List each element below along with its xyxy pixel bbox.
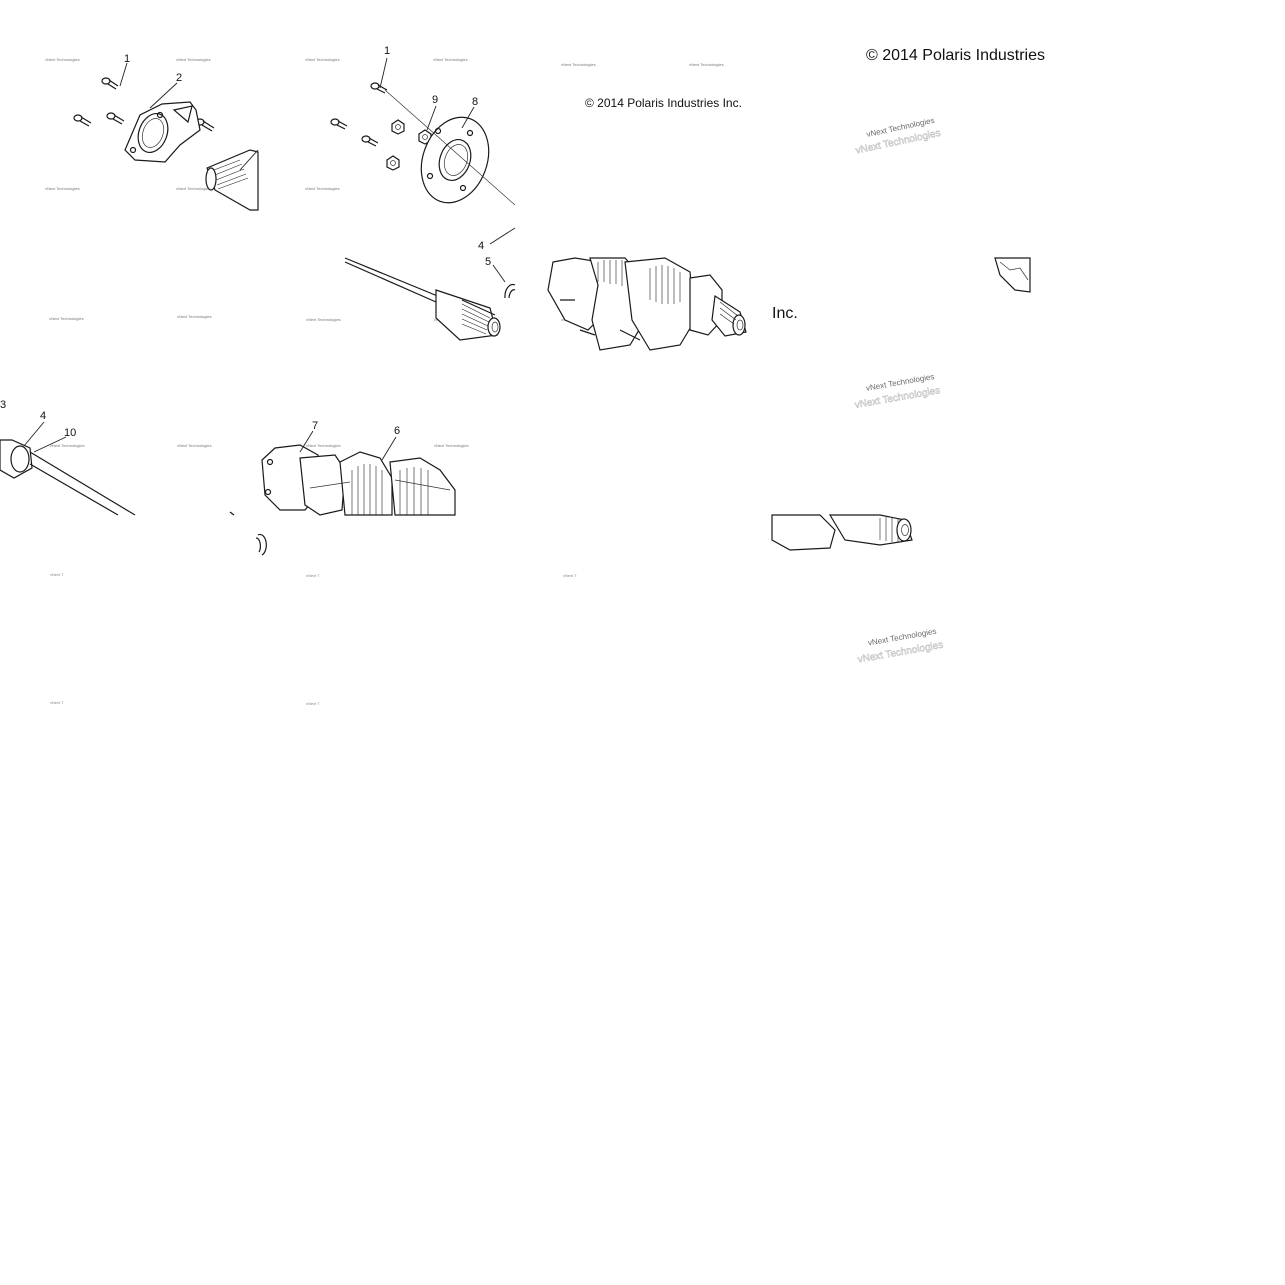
watermark-text: vNext Technologies: [45, 57, 80, 62]
output-shaft-fragment-part: [771, 514, 913, 551]
watermark-text: vNext Technologies: [177, 443, 212, 448]
watermark-text: vNext Technologies: [45, 186, 80, 191]
callout-tube-4: 4: [40, 410, 46, 422]
long-shaft-part: [344, 257, 501, 341]
watermark-text: vNext Technologies: [689, 62, 724, 67]
leader-line: [33, 436, 67, 453]
lower-watermarks: vNext T vNext T vNext T vNext T vNext T: [50, 572, 577, 706]
gear-cluster-part: [547, 257, 747, 351]
callout-tube-10: 10: [64, 427, 76, 439]
leader-line: [379, 57, 388, 89]
tile-gear-cluster: vNext Technologies Inc.: [547, 257, 798, 351]
callout-tube-3: 3: [0, 399, 6, 411]
watermark-text: vNext T: [306, 573, 320, 578]
snap-ring-fragment-part: [257, 533, 267, 556]
watermark-text: vNext Technologies: [433, 57, 468, 62]
watermark-text: vNext T: [563, 573, 577, 578]
copyright-middle: © 2014 Polaris Industries Inc.: [585, 96, 742, 110]
callout-housing-7: 7: [312, 420, 318, 432]
callout-ring: 5: [485, 256, 491, 268]
watermark-text: vNext Technologies: [306, 443, 341, 448]
leader-line: [381, 436, 397, 461]
leader-line: [149, 82, 178, 109]
watermark-text: vNext Technologies: [434, 443, 469, 448]
callout-plate: 8: [472, 96, 478, 108]
watermark-text: vNext Technologies: [176, 57, 211, 62]
callout-flange: 2: [176, 72, 182, 84]
watermark-text: vNext Technologies: [306, 317, 341, 322]
bolt-part: [73, 77, 215, 132]
tile-flange: vNext Technologies vNext Technologies vN…: [45, 53, 259, 211]
copyright-fragment: Inc.: [772, 305, 798, 322]
watermark-text: vNext Technologies: [561, 62, 596, 67]
leader-line: [461, 106, 475, 129]
axis-line: [384, 89, 516, 206]
watermark-text: vNext Technologies: [305, 57, 340, 62]
callout-shaft: 4: [478, 240, 484, 252]
callout-gear-6: 6: [394, 425, 400, 437]
tile-housing-gear: vNext Technologies vNext Technologies 7 …: [229, 420, 469, 556]
tile-tube: vNext Technologies vNext Technologies 3 …: [0, 399, 212, 516]
watermark-text: vNext Technologies: [176, 186, 211, 191]
leader-line: [492, 264, 506, 283]
housing-fragment-part: [994, 257, 1031, 293]
tile-copyright: vNext Technologies vNext Technologies © …: [561, 62, 742, 110]
tile-shaft: vNext Technologies vNext Technologies vN…: [49, 227, 516, 341]
callout-bolt: 1: [384, 45, 390, 57]
tile-top-right: © 2014 Polaris Industries vNext Technolo…: [854, 47, 1045, 157]
watermark-text: vNext Technologies: [49, 316, 84, 321]
callout-nut: 9: [432, 94, 438, 106]
leader-line: [299, 430, 314, 453]
callout-flange-bolt: 1: [124, 53, 130, 65]
plate-part: [420, 116, 490, 204]
leader-line: [489, 227, 516, 245]
flange-part: [124, 101, 201, 163]
leader-line: [23, 421, 45, 447]
watermark-text: vNext T: [50, 572, 64, 577]
leader-line: [119, 62, 128, 87]
tile-right-fragments: vNext Technologies vNext Technologies vN…: [771, 257, 1031, 666]
shaft-end-part: [205, 149, 259, 211]
leader-line: [426, 105, 437, 131]
watermark-text: vNext T: [306, 701, 320, 706]
tube-part: [0, 439, 136, 516]
watermark-text: vNext Technologies: [305, 186, 340, 191]
leader-line: [239, 149, 259, 171]
copyright-top-right: © 2014 Polaris Industries: [866, 47, 1045, 64]
ring-part: [504, 284, 516, 299]
tile-plate: vNext Technologies vNext Technologies vN…: [305, 45, 516, 206]
watermark-text: vNext Technologies: [177, 314, 212, 319]
nut-part: [386, 119, 432, 171]
housing-gear-part: [261, 444, 456, 516]
watermark-text: vNext Technologies: [50, 443, 85, 448]
bolt-part: [330, 82, 388, 147]
watermark-text: vNext T: [50, 700, 64, 705]
